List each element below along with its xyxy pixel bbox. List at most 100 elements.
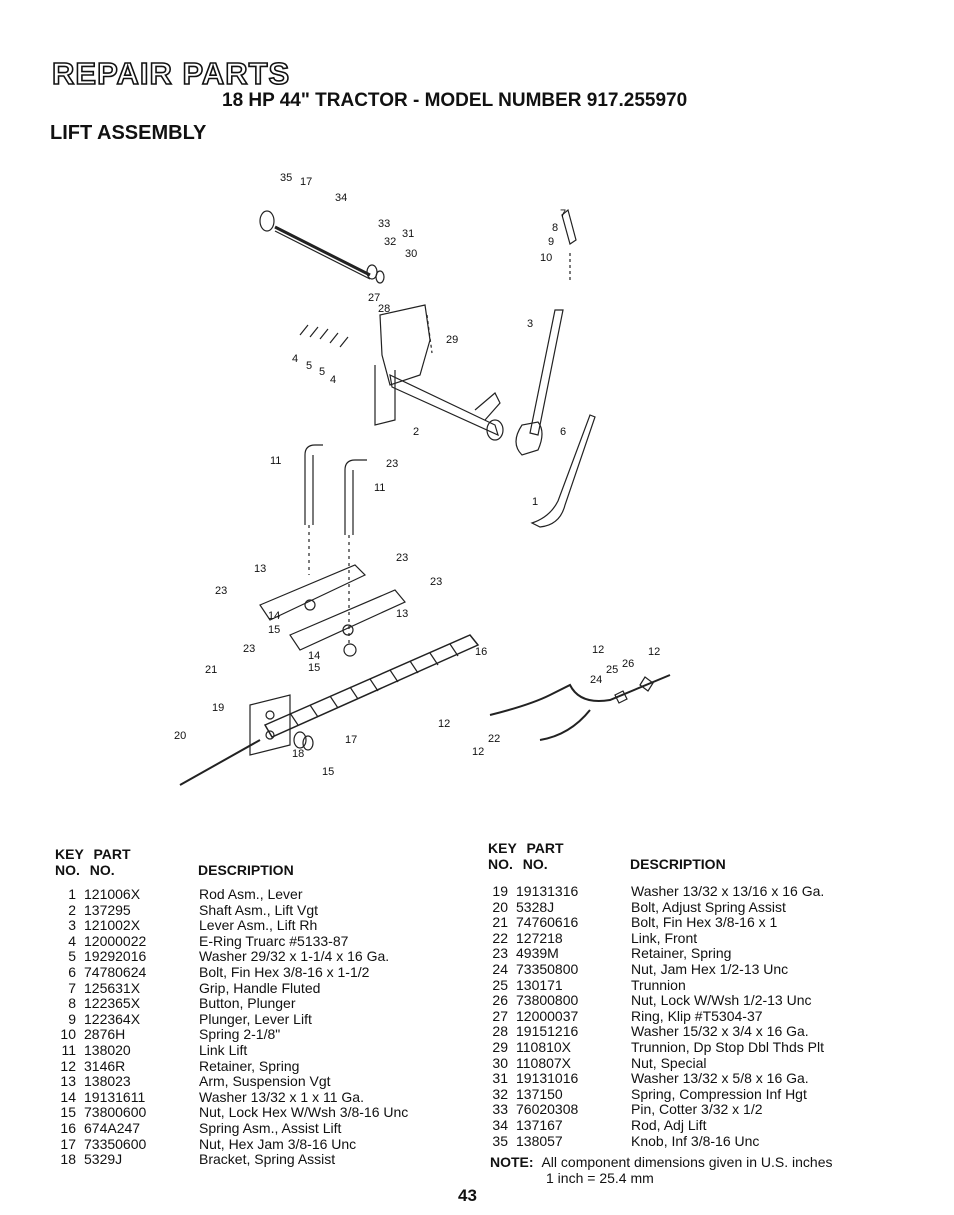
- part-description: Link, Front: [631, 929, 698, 946]
- part-number: 73350600: [84, 1135, 147, 1152]
- key-number: 3: [68, 917, 76, 934]
- key-number: 7: [68, 979, 76, 996]
- callout-14: 14: [268, 610, 280, 622]
- lift-assembly-diagram: 35 17 34 33 31 32 30 27 28 29 4 5 5 4 2 …: [174, 172, 671, 786]
- page-number: 43: [458, 1186, 477, 1205]
- left-key-header: KEY PART NO. NO.: [55, 846, 131, 878]
- part-description: Knob, Inf 3/8-16 Unc: [631, 1132, 760, 1149]
- key-number: 22: [492, 929, 508, 946]
- callout-20: 20: [174, 730, 186, 742]
- part-description: Nut, Special: [631, 1054, 707, 1071]
- left-description-header: DESCRIPTION: [198, 862, 294, 878]
- key-number: 11: [61, 1041, 76, 1058]
- callout-11: 11: [270, 455, 281, 467]
- part-number: 4939M: [516, 945, 559, 962]
- callout-17: 17: [300, 176, 312, 188]
- part-description: Arm, Suspension Vgt: [199, 1073, 331, 1090]
- lift-lever: [529, 309, 564, 436]
- key-number: 10: [60, 1026, 76, 1043]
- key-number: 30: [492, 1054, 508, 1071]
- spring-assist-bracket: [249, 694, 291, 756]
- key-number: 8: [68, 995, 76, 1012]
- part-description: Bracket, Spring Assist: [199, 1151, 336, 1168]
- part-description: Plunger, Lever Lift: [199, 1010, 312, 1027]
- part-description: Retainer, Spring: [631, 945, 732, 962]
- callout-5: 5: [306, 360, 312, 372]
- callout-7: 7: [560, 208, 566, 220]
- key-number: 27: [492, 1007, 508, 1024]
- handle-grip: [561, 208, 577, 245]
- callout-12: 12: [438, 718, 450, 730]
- part-description: E-Ring Truarc #5133-87: [199, 932, 349, 949]
- callout-11: 11: [374, 482, 385, 494]
- part-description: Trunnion, Dp Stop Dbl Thds Plt: [631, 1038, 824, 1055]
- callout-26: 26: [622, 658, 634, 670]
- part-description: Link Lift: [199, 1041, 248, 1058]
- part-number: 138023: [84, 1073, 131, 1090]
- callout-22: 22: [488, 733, 500, 745]
- part-number: 12000022: [84, 932, 147, 949]
- part-number: 19131016: [516, 1070, 579, 1087]
- part-description: Lever Asm., Lift Rh: [199, 917, 318, 934]
- key-number: 16: [60, 1119, 76, 1136]
- callout-3: 3: [527, 318, 533, 330]
- callout-13: 13: [396, 608, 408, 620]
- key-number: 1: [68, 886, 76, 902]
- part-number: 73350800: [516, 960, 579, 977]
- callout-30: 30: [405, 248, 417, 260]
- callout-28: 28: [378, 303, 390, 315]
- part-description: Washer 15/32 x 3/4 x 16 Ga.: [631, 1023, 809, 1040]
- key-number: 13: [60, 1073, 76, 1090]
- callout-15: 15: [308, 662, 320, 674]
- callout-labels: 35 17 34 33 31 32 30 27 28 29 4 5 5 4 2 …: [174, 172, 660, 778]
- part-number: 110810X: [516, 1038, 572, 1055]
- part-description: Rod, Adj Lift: [631, 1116, 707, 1133]
- part-number: 674A247: [84, 1119, 141, 1136]
- callout-13: 13: [254, 563, 266, 575]
- lift-bracket: [379, 304, 431, 386]
- part-number: 19131611: [84, 1088, 146, 1105]
- key-number: 26: [492, 992, 508, 1009]
- section-title: LIFT ASSEMBLY: [50, 122, 207, 144]
- part-description: Rod Asm., Lever: [199, 886, 303, 902]
- part-number: 3146R: [84, 1057, 126, 1074]
- key-number: 20: [492, 898, 508, 915]
- key-number: 35: [492, 1132, 508, 1149]
- lever-rod: [530, 414, 596, 528]
- callout-32: 32: [384, 236, 396, 248]
- key-number: 29: [492, 1038, 508, 1055]
- key-number: 12: [60, 1057, 76, 1074]
- callout-23: 23: [430, 576, 442, 588]
- callout-6: 6: [560, 426, 566, 438]
- part-description: Ring, Klip #T5304-37: [631, 1007, 763, 1024]
- callout-35: 35: [280, 172, 292, 184]
- callout-15: 15: [322, 766, 334, 778]
- part-number: 74780624: [84, 963, 147, 980]
- part-number: 19292016: [84, 948, 147, 965]
- part-number: 2876H: [84, 1026, 126, 1043]
- part-description: Button, Plunger: [199, 995, 296, 1012]
- callout-19: 19: [212, 702, 224, 714]
- key-number: 14: [60, 1088, 76, 1105]
- knob-part: [259, 210, 275, 232]
- callout-16: 16: [475, 646, 487, 658]
- part-description: Shaft Asm., Lift Vgt: [199, 901, 319, 918]
- callout-31: 31: [402, 228, 414, 240]
- key-number: 5: [68, 948, 76, 965]
